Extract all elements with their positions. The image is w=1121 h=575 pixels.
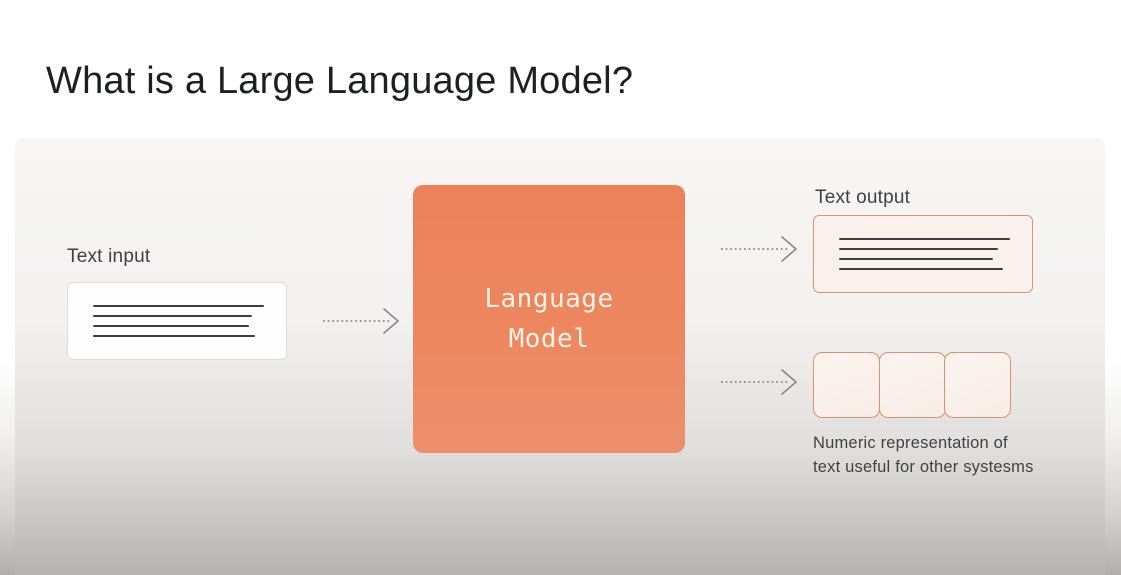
slide-title: What is a Large Language Model? — [46, 60, 634, 102]
text-line — [93, 305, 264, 307]
text-output-label: Text output — [815, 187, 911, 208]
arrow-model-to-numeric-icon — [721, 369, 797, 395]
arrow-model-to-text-output-icon — [721, 236, 797, 262]
language-model-box: Language Model — [413, 185, 685, 453]
text-line — [93, 335, 256, 337]
text-line — [839, 268, 1004, 270]
numeric-box — [944, 352, 1011, 418]
text-input-label: Text input — [67, 246, 151, 267]
text-line — [93, 315, 253, 317]
language-model-label: Language Model — [484, 284, 614, 354]
diagram-panel: Text input Language Model Text output — [15, 138, 1105, 575]
text-line — [839, 248, 999, 250]
text-input-box — [67, 282, 287, 360]
numeric-boxes-row — [813, 352, 1011, 418]
numeric-box — [813, 352, 880, 418]
numeric-caption: Numeric representation of text useful fo… — [813, 434, 1034, 476]
text-output-box — [813, 215, 1033, 293]
numeric-box — [878, 352, 946, 418]
text-line — [839, 238, 1010, 240]
text-line — [93, 325, 249, 327]
text-line — [839, 258, 993, 260]
arrow-input-to-model-icon — [323, 308, 399, 334]
